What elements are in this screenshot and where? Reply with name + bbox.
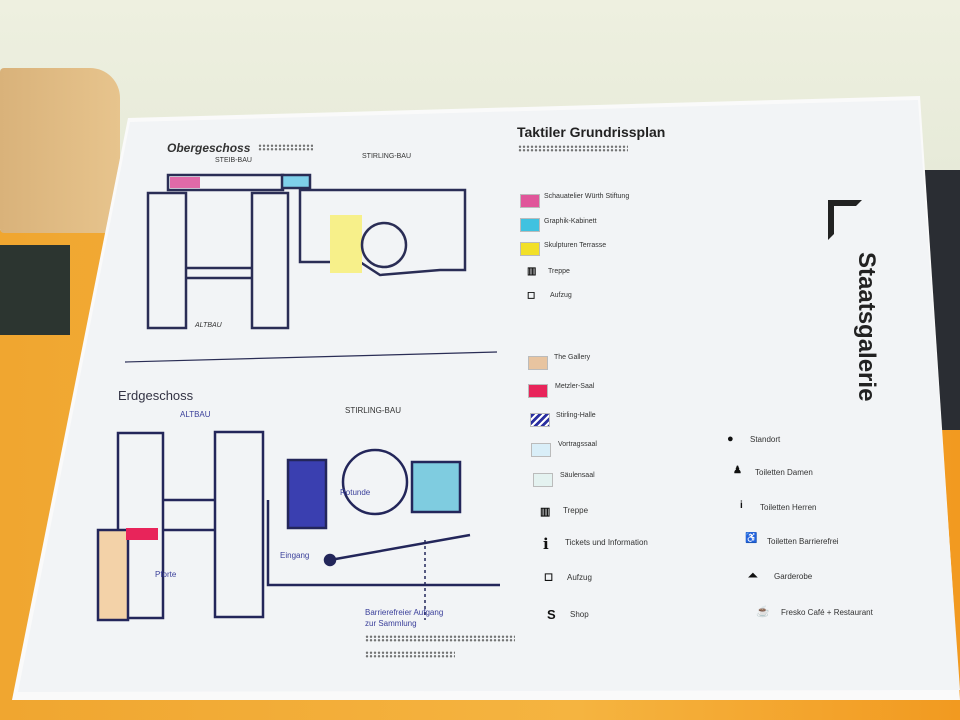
legend-label: Aufzug <box>567 573 592 582</box>
wooden-stand <box>0 68 120 233</box>
legend-label: Standort <box>750 435 781 444</box>
upper-wing-altbau: ALTBAU <box>195 322 222 329</box>
access-label-1: Barrierefreier Aufgang <box>365 608 444 617</box>
swatch-schauatelier <box>520 194 540 208</box>
upper-wing-stirling: STIRLING-BAU <box>362 153 412 160</box>
legend-label: Toiletten Damen <box>755 468 813 477</box>
braille <box>518 145 628 152</box>
rotunde-label: Rotunde <box>340 488 371 497</box>
eingang-label: Eingang <box>280 551 310 560</box>
braille <box>258 144 313 151</box>
sign-title: Taktiler Grundrissplan <box>517 124 666 140</box>
legend-label: Fresko Café + Restaurant <box>781 608 873 617</box>
brand-logo <box>828 200 862 240</box>
women-toilet-icon: ♟ <box>733 465 742 476</box>
swatch-stirling-halle <box>530 413 550 427</box>
legend-label: Shop <box>570 610 589 619</box>
men-toilet-icon: i <box>740 500 743 511</box>
info-icon: i <box>543 535 549 553</box>
legend-label: Metzler-Saal <box>555 383 595 390</box>
upper-wing-steib: STEIB-BAU <box>215 157 252 164</box>
accessible-toilet-icon: ♿ <box>745 533 758 544</box>
legend-label: Aufzug <box>550 292 572 299</box>
swatch-gallery <box>528 356 548 370</box>
braille <box>365 651 455 658</box>
legend-label: Tickets und Information <box>565 538 648 547</box>
legend-label: Toiletten Barrierefrei <box>767 537 839 546</box>
stairs-icon: ▥ <box>527 266 537 277</box>
legend-label: Säulensaal <box>560 472 595 479</box>
elevator-icon: ◻ <box>527 290 536 301</box>
legend-label: Vortragssaal <box>558 441 597 448</box>
swatch-saeulensaal <box>533 473 553 487</box>
upper-floor-title: Obergeschoss <box>167 141 251 155</box>
legend-label: Graphik-Kabinett <box>544 218 597 225</box>
swatch-metzler <box>528 384 548 398</box>
hanger-icon: ⏶ <box>748 568 758 582</box>
legend-label: Treppe <box>563 506 589 515</box>
legend-label: Garderobe <box>774 572 813 581</box>
ground-floor-title: Erdgeschoss <box>118 388 194 403</box>
legend-label: Treppe <box>548 268 570 275</box>
legend-label: Stirling-Halle <box>556 412 596 419</box>
legend-label: The Gallery <box>554 354 591 361</box>
stairs-icon: ▥ <box>540 506 551 518</box>
shop-icon: S <box>547 607 556 622</box>
dark-mat <box>0 245 70 335</box>
legend-label: Toiletten Herren <box>760 503 817 512</box>
cup-icon: ☕ <box>756 606 770 618</box>
legend-label: Schauatelier Würth Stiftung <box>544 193 630 200</box>
swatch-graphik <box>520 218 540 232</box>
braille <box>365 635 515 642</box>
swatch-skulpturen <box>520 242 540 256</box>
elevator-icon: ◻ <box>544 571 554 583</box>
location-dot-icon: ● <box>727 433 734 445</box>
legend-label: Skulpturen Terrasse <box>544 242 607 249</box>
ground-wing-altbau: ALTBAU <box>180 410 211 419</box>
swatch-vortragssaal <box>531 443 551 457</box>
access-label-2: zur Sammlung <box>365 619 417 628</box>
pforte-label: Pforte <box>155 570 177 579</box>
ground-wing-stirling: STIRLING-BAU <box>345 406 402 415</box>
